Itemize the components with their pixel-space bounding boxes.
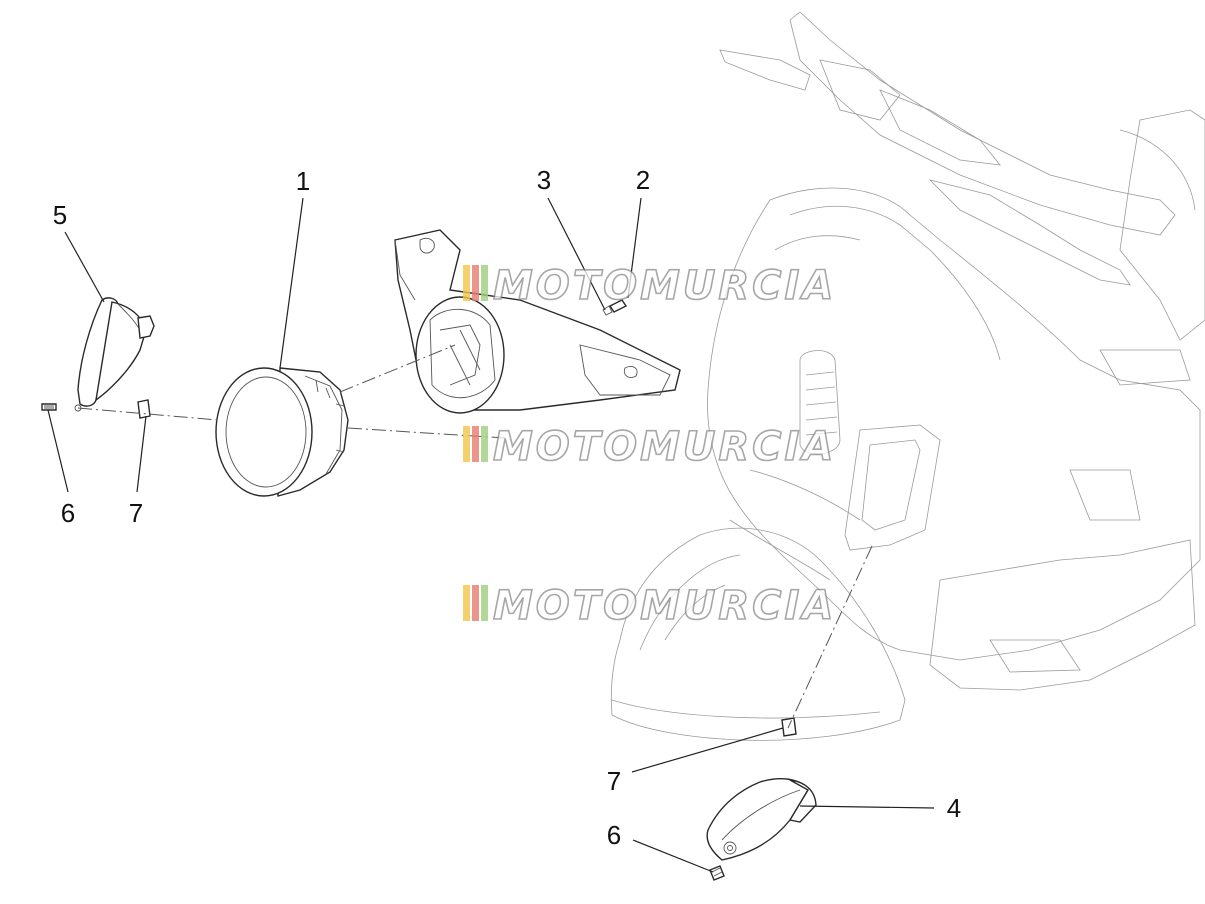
front-turn-signal-part: [706, 778, 817, 861]
callout-6-lower: 6: [607, 820, 621, 850]
watermark-bottom: MOTOMURCIA: [463, 582, 836, 630]
clip-part-left: [137, 399, 151, 419]
callout-7-left: 7: [129, 498, 143, 528]
leader-lines: [47, 197, 935, 873]
screw-part-left: [41, 403, 57, 411]
screw-part-top: [602, 299, 628, 316]
left-turn-signal-part: [74, 297, 155, 412]
callout-2: 2: [636, 165, 650, 195]
screw-part-lower: [709, 865, 725, 881]
scooter-body-drawing: [610, 11, 1205, 741]
headlamp-housing-part: [394, 229, 681, 414]
watermark-top: MOTOMURCIA: [463, 262, 836, 310]
callout-1: 1: [296, 166, 310, 196]
watermark-middle: MOTOMURCIA: [463, 423, 836, 471]
headlamp-part: [215, 367, 349, 497]
svg-text:MOTOMURCIA: MOTOMURCIA: [493, 263, 836, 309]
callout-labels: 1 2 3 4 5 6 6 7 7: [53, 165, 961, 850]
callout-3: 3: [537, 165, 551, 195]
callout-5: 5: [53, 200, 67, 230]
svg-text:MOTOMURCIA: MOTOMURCIA: [493, 424, 836, 470]
callout-7-lower: 7: [607, 766, 621, 796]
svg-text:MOTOMURCIA: MOTOMURCIA: [493, 583, 836, 629]
callout-6-left: 6: [61, 498, 75, 528]
callout-4: 4: [947, 793, 961, 823]
